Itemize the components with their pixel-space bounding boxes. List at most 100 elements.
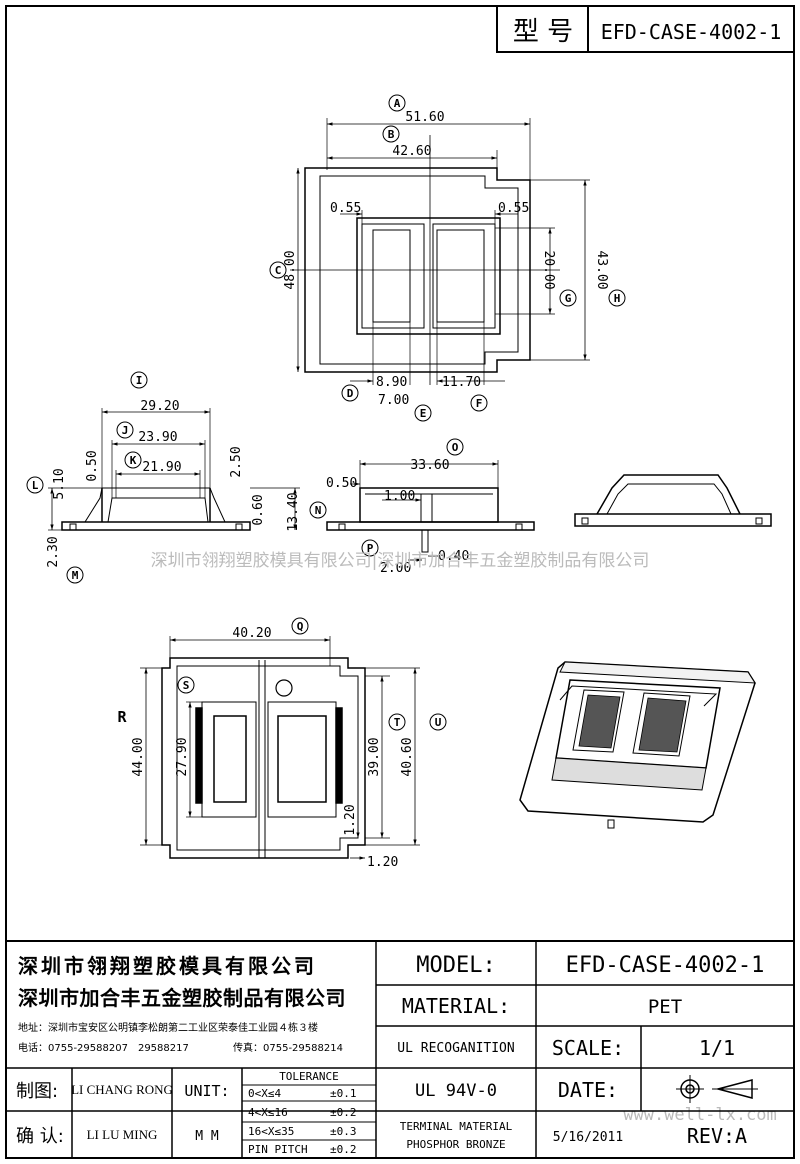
unit-label: UNIT: (184, 1082, 229, 1100)
bottom-view-callouts (177, 617, 447, 731)
tolerance-value-1: ±0.1 (330, 1087, 357, 1100)
callout-u: U (435, 716, 442, 729)
top-view (290, 118, 590, 385)
dim-b: 42.60 (392, 144, 431, 159)
drawn-by: LI CHANG RONG (71, 1082, 173, 1097)
model-value: EFD-CASE-4002-1 (566, 953, 765, 978)
dim-v: 1.20 (343, 804, 358, 835)
terminal-material: PHOSPHOR BRONZE (406, 1138, 505, 1151)
dim-t2: 2.50 (229, 446, 244, 477)
tolerance-range-3: 16<X≤35 (248, 1125, 294, 1138)
checked-label: 确 认: (16, 1126, 64, 1147)
header-box: 型 号 EFD-CASE-4002-1 (496, 5, 795, 53)
dim-f: 11.70 (442, 375, 481, 390)
watermark-site: www.well-lx.com (623, 1105, 777, 1125)
dim-s1: 0.55 (330, 201, 361, 216)
dim-n: 13.40 (286, 492, 301, 531)
model-label: MODEL: (416, 953, 495, 978)
side-view (48, 408, 300, 531)
dim-a: 51.60 (405, 110, 444, 125)
side-view-texts: 29.20 23.90 21.90 0.50 2.50 5.10 2.30 0.… (46, 399, 301, 568)
tolerance-value-2: ±0.2 (330, 1106, 357, 1119)
top-view-texts: 51.60 42.60 48.00 43.00 20.00 0.55 0.55 … (283, 110, 609, 408)
dim-front-q: 0.40 (438, 549, 469, 564)
callout-i: I (136, 374, 143, 387)
side-view-callouts (26, 371, 327, 584)
bottom-view-callout-letters: Q S T U R (117, 620, 441, 729)
top-view-callout-letters: A B C H G D E F (275, 97, 621, 420)
front-view-callout-letters: O P (367, 441, 459, 555)
dim-j: 23.90 (138, 430, 177, 445)
tolerance-label: TOLERANCE (279, 1070, 339, 1083)
isometric-view (519, 661, 756, 829)
dim-u: 40.60 (400, 737, 415, 776)
dim-t1: 0.50 (85, 450, 100, 481)
callout-t: T (394, 716, 401, 729)
callout-a: A (394, 97, 401, 110)
side-view-callout-letters: I J K L M N (32, 374, 322, 582)
dim-front-b: 1.00 (384, 489, 415, 504)
dim-h: 43.00 (594, 250, 609, 289)
tolerance-range-1: 0<X≤4 (248, 1087, 281, 1100)
dim-d: 8.90 (376, 375, 407, 390)
callout-o: O (452, 441, 459, 454)
dim-c: 48.00 (283, 250, 298, 289)
watermark-text: 深圳市翎翔塑胶模具有限公司|深圳市加合丰五金塑胶制品有限公司 (151, 551, 650, 571)
callout-h: H (614, 292, 621, 305)
dim-o: 33.60 (410, 458, 449, 473)
company-name-2: 深圳市加合丰五金塑胶制品有限公司 (18, 986, 346, 1010)
projection-symbol-icon (676, 1075, 758, 1103)
callout-g: G (565, 292, 572, 305)
dim-k: 21.90 (142, 460, 181, 475)
terminal-label: TERMINAL MATERIAL (400, 1120, 513, 1133)
bottom-view-texts: 40.20 44.00 27.90 39.00 40.60 1.20 1.20 (131, 626, 415, 870)
front-view-texts: 33.60 0.50 1.00 2.00 0.40 (326, 458, 469, 576)
header-model: EFD-CASE-4002-1 (601, 20, 782, 44)
dim-w: 1.20 (367, 855, 398, 870)
type-label: 型 号 (513, 17, 573, 47)
top-view-callouts (269, 94, 626, 422)
title-block-texts: 深圳市翎翔塑胶模具有限公司 深圳市加合丰五金塑胶制品有限公司 地址：深圳市宝安区… (16, 953, 764, 1156)
callout-b: B (388, 128, 395, 141)
tolerance-value-4: ±0.2 (330, 1143, 357, 1156)
callout-r: R (117, 708, 127, 726)
dim-q: 40.20 (232, 626, 271, 641)
drawn-label: 制图: (16, 1081, 58, 1102)
dim-e: 7.00 (378, 393, 409, 408)
callout-s: S (183, 679, 190, 692)
bottom-view (140, 636, 420, 860)
callout-e: E (420, 407, 427, 420)
company-address: 地址：深圳市宝安区公明镇李松朗第二工业区荣泰佳工业园４栋３楼 (18, 1021, 318, 1034)
date-value: 5/16/2011 (553, 1130, 623, 1145)
dim-front-a: 0.50 (326, 476, 357, 491)
tolerance-range-2: 4<X≤16 (248, 1106, 288, 1119)
dim-i: 29.20 (140, 399, 179, 414)
sheet-border (5, 5, 795, 1159)
title-block-lines (6, 940, 794, 1158)
callout-m: M (72, 569, 79, 582)
callout-p: P (367, 542, 374, 555)
dim-front-p: 2.00 (380, 561, 411, 576)
callout-n: N (315, 504, 322, 517)
company-name-1: 深圳市翎翔塑胶模具有限公司 (18, 954, 317, 978)
dim-t: 39.00 (367, 737, 382, 776)
tolerance-value-3: ±0.3 (330, 1125, 357, 1138)
dim-g: 20.00 (541, 250, 556, 289)
scale-label: SCALE: (552, 1036, 624, 1060)
tolerance-range-4: PIN PITCH (248, 1143, 308, 1156)
company-phone: 电话：0755-29588207 29588217 (18, 1041, 189, 1054)
callout-l: L (32, 479, 39, 492)
callout-k: K (130, 454, 137, 467)
unit-value: M M (195, 1129, 219, 1144)
dim-p: 0.60 (251, 494, 266, 525)
dim-s: 27.90 (175, 737, 190, 776)
ul-label: UL RECOGANITION (397, 1041, 514, 1056)
scale-value: 1/1 (699, 1036, 735, 1060)
date-label: DATE: (558, 1078, 618, 1102)
iso-side-view (574, 474, 772, 527)
callout-j: J (122, 424, 129, 437)
dim-r: 44.00 (131, 737, 146, 776)
material-label: MATERIAL: (402, 994, 510, 1018)
ul-value: UL 94V-0 (415, 1081, 497, 1101)
